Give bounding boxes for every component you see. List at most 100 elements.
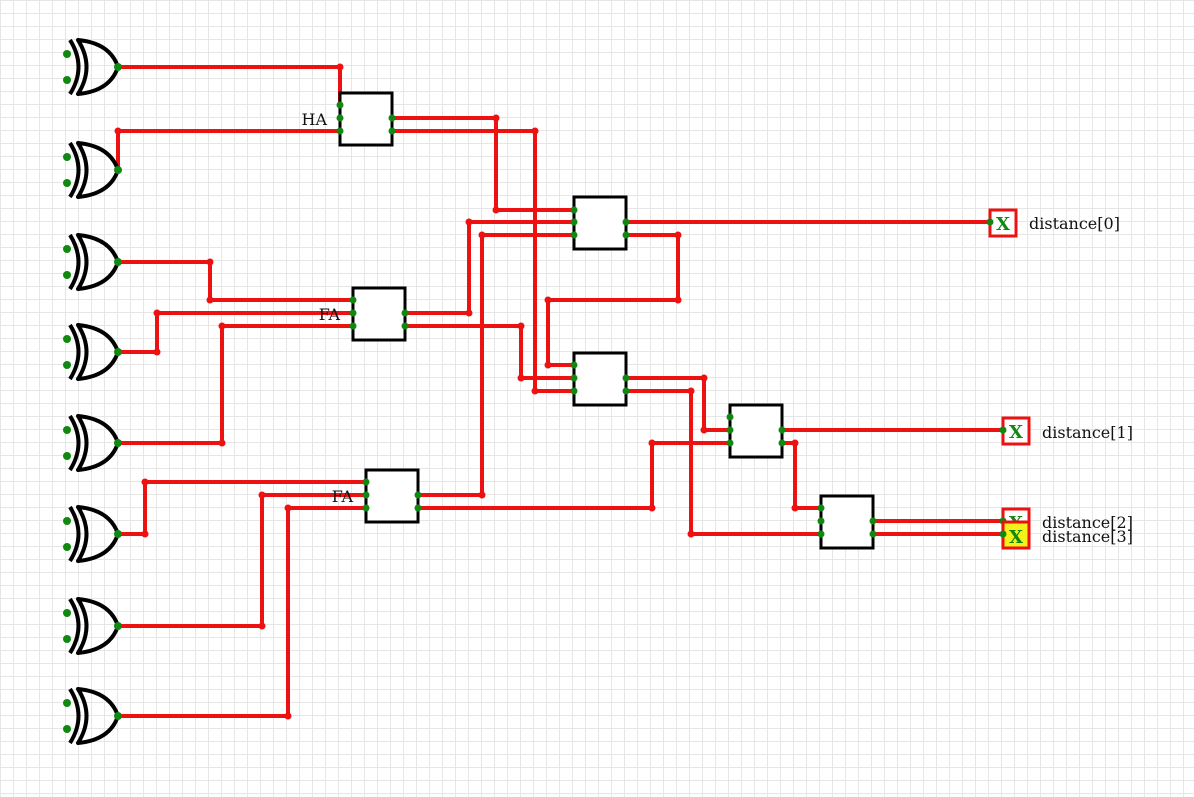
block-pin[interactable] <box>622 387 630 395</box>
xor-input-pin[interactable] <box>63 517 71 525</box>
block-pin[interactable] <box>336 127 344 135</box>
block-pin[interactable] <box>336 101 344 109</box>
full-adder-box[interactable] <box>572 195 628 251</box>
wire-xor8-fa2[interactable] <box>116 506 368 718</box>
block-pin[interactable] <box>362 491 370 499</box>
full-adder-box[interactable] <box>351 286 407 342</box>
xor-output-pin[interactable] <box>114 712 122 720</box>
wire-ha-c-fa4[interactable] <box>390 129 576 393</box>
full-adder-block-3[interactable] <box>570 195 630 251</box>
block-pin[interactable] <box>570 361 578 369</box>
xor-input-pin[interactable] <box>63 245 71 253</box>
full-adder-box[interactable] <box>819 494 875 550</box>
xor-input-pin[interactable] <box>63 271 71 279</box>
xor-input-pin[interactable] <box>63 179 71 187</box>
probe-pin[interactable] <box>999 530 1007 538</box>
output-probe-3[interactable]: X distance[3] <box>999 520 1133 550</box>
block-pin[interactable] <box>388 114 396 122</box>
xor-output-pin[interactable] <box>114 258 122 266</box>
block-pin[interactable] <box>622 218 630 226</box>
block-pin[interactable] <box>570 374 578 382</box>
xor-input-pin[interactable] <box>63 609 71 617</box>
block-pin[interactable] <box>349 322 357 330</box>
wire-xor3-fa1[interactable] <box>116 260 355 302</box>
probe-pin[interactable] <box>986 218 994 226</box>
xor-output-pin[interactable] <box>114 348 122 356</box>
xor-output-pin[interactable] <box>114 166 122 174</box>
full-adder-block-1[interactable]: FA <box>319 286 409 342</box>
xor-gate-8[interactable] <box>63 687 122 745</box>
block-pin[interactable] <box>778 426 786 434</box>
block-pin[interactable] <box>349 309 357 317</box>
half-adder-box[interactable] <box>338 91 394 147</box>
xor-input-pin[interactable] <box>63 635 71 643</box>
block-pin[interactable] <box>817 517 825 525</box>
xor-input-pin[interactable] <box>63 725 71 733</box>
xor-gate-4[interactable] <box>63 323 122 381</box>
xor-input-pin[interactable] <box>63 543 71 551</box>
wire-xor2-ha[interactable] <box>116 129 342 172</box>
xor-gate-1[interactable] <box>63 38 122 96</box>
xor-input-pin[interactable] <box>63 426 71 434</box>
block-pin[interactable] <box>570 231 578 239</box>
wire-fa2-s-fa3[interactable] <box>416 233 576 497</box>
wire-fa5-c-fa6[interactable] <box>780 441 823 510</box>
block-pin[interactable] <box>622 231 630 239</box>
xor-gate-5[interactable] <box>63 414 122 472</box>
wire-fa2-c-fa5[interactable] <box>416 441 732 510</box>
block-pin[interactable] <box>362 478 370 486</box>
xor-input-pin[interactable] <box>63 153 71 161</box>
block-pin[interactable] <box>349 296 357 304</box>
xor-gate-2[interactable] <box>63 141 122 199</box>
block-pin[interactable] <box>726 426 734 434</box>
block-pin[interactable] <box>726 413 734 421</box>
output-probe-1[interactable]: X distance[1] <box>999 416 1133 446</box>
block-pin[interactable] <box>570 387 578 395</box>
block-pin[interactable] <box>570 218 578 226</box>
block-pin[interactable] <box>388 127 396 135</box>
block-pin[interactable] <box>414 504 422 512</box>
wire-fa3-c-fa4[interactable] <box>546 233 680 367</box>
full-adder-block-6[interactable] <box>817 494 877 550</box>
block-pin[interactable] <box>414 491 422 499</box>
block-pin[interactable] <box>869 530 877 538</box>
block-pin[interactable] <box>622 374 630 382</box>
probe-pin[interactable] <box>999 426 1007 434</box>
block-pin[interactable] <box>401 322 409 330</box>
xor-output-pin[interactable] <box>114 439 122 447</box>
wire-xor4-fa1[interactable] <box>116 311 355 354</box>
xor-input-pin[interactable] <box>63 50 71 58</box>
xor-output-pin[interactable] <box>114 63 122 71</box>
full-adder-box[interactable] <box>572 351 628 407</box>
wire-xor1-ha[interactable] <box>116 65 342 107</box>
xor-input-pin[interactable] <box>63 452 71 460</box>
xor-gate-3[interactable] <box>63 233 122 291</box>
xor-input-pin[interactable] <box>63 76 71 84</box>
wire-fa4-s-fa5[interactable] <box>624 376 732 432</box>
wire-fa4-c-fa6[interactable] <box>624 389 823 536</box>
xor-input-pin[interactable] <box>63 335 71 343</box>
block-pin[interactable] <box>336 114 344 122</box>
xor-input-pin[interactable] <box>63 699 71 707</box>
full-adder-box[interactable] <box>728 403 784 459</box>
block-pin[interactable] <box>778 439 786 447</box>
wire-fa1-c-fa4[interactable] <box>403 324 576 380</box>
xor-input-pin[interactable] <box>63 361 71 369</box>
block-pin[interactable] <box>869 517 877 525</box>
block-pin[interactable] <box>401 309 409 317</box>
wire-xor6-fa2[interactable] <box>116 480 368 536</box>
xor-gate-7[interactable] <box>63 597 122 655</box>
block-pin[interactable] <box>570 206 578 214</box>
full-adder-block-5[interactable] <box>726 403 786 459</box>
full-adder-block-2[interactable]: FA <box>332 468 422 524</box>
block-pin[interactable] <box>726 439 734 447</box>
probe-box[interactable] <box>1001 416 1031 446</box>
wire-fa1-s-fa3[interactable] <box>403 220 576 315</box>
wire-xor5-fa1[interactable] <box>116 324 355 445</box>
xor-output-pin[interactable] <box>114 530 122 538</box>
block-pin[interactable] <box>817 504 825 512</box>
output-probe-0[interactable]: X distance[0] <box>986 208 1120 238</box>
full-adder-block-4[interactable] <box>570 351 630 407</box>
full-adder-box[interactable] <box>364 468 420 524</box>
